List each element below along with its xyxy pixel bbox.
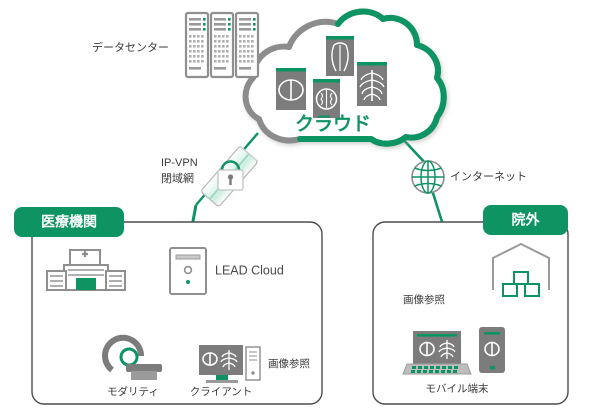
smartphone-icon <box>479 327 505 373</box>
modality-label: モダリティ <box>107 385 159 398</box>
cloud-icon <box>242 8 447 147</box>
server-tower-icon <box>169 247 207 295</box>
cloud-label: クラウド <box>295 113 371 135</box>
internet-label: インターネット <box>450 170 527 183</box>
globe-icon <box>411 160 445 194</box>
mobile-terminal-label: モバイル端末 <box>426 382 489 395</box>
lead-cloud-label: LEAD Cloud <box>215 263 284 277</box>
data-center-label: データセンター <box>92 40 169 54</box>
ct-scanner-icon <box>102 334 162 380</box>
desktop-computer-icon <box>199 345 261 383</box>
hospital-building-icon <box>46 249 126 291</box>
server-rack-icon <box>184 11 260 79</box>
zone-outside-hospital <box>372 221 569 405</box>
cloud-xray-images <box>276 36 387 118</box>
xray-leg-icon <box>326 36 354 76</box>
vpn-tunnel-lock-icon <box>201 145 259 207</box>
badge-outside-hospital: 院外 <box>483 205 568 235</box>
badge-medical-institution: 医療機関 <box>14 207 124 237</box>
client-label: クライアント <box>190 386 253 398</box>
vpn-label-line2: 閉域網 <box>161 171 194 185</box>
image-reference-label-left: 画像参照 <box>268 357 310 370</box>
xray-pelvis-icon <box>276 68 306 110</box>
house-icon <box>492 242 550 297</box>
badge-medical-institution-label: 医療機関 <box>41 214 97 230</box>
image-reference-label-right: 画像参照 <box>403 293 445 306</box>
badge-outside-hospital-label: 院外 <box>512 212 541 228</box>
xray-chest-icon <box>357 62 387 106</box>
vpn-label-line1: IP-VPN <box>161 157 198 169</box>
xray-brain-icon <box>313 79 340 118</box>
laptop-icon <box>402 331 472 375</box>
